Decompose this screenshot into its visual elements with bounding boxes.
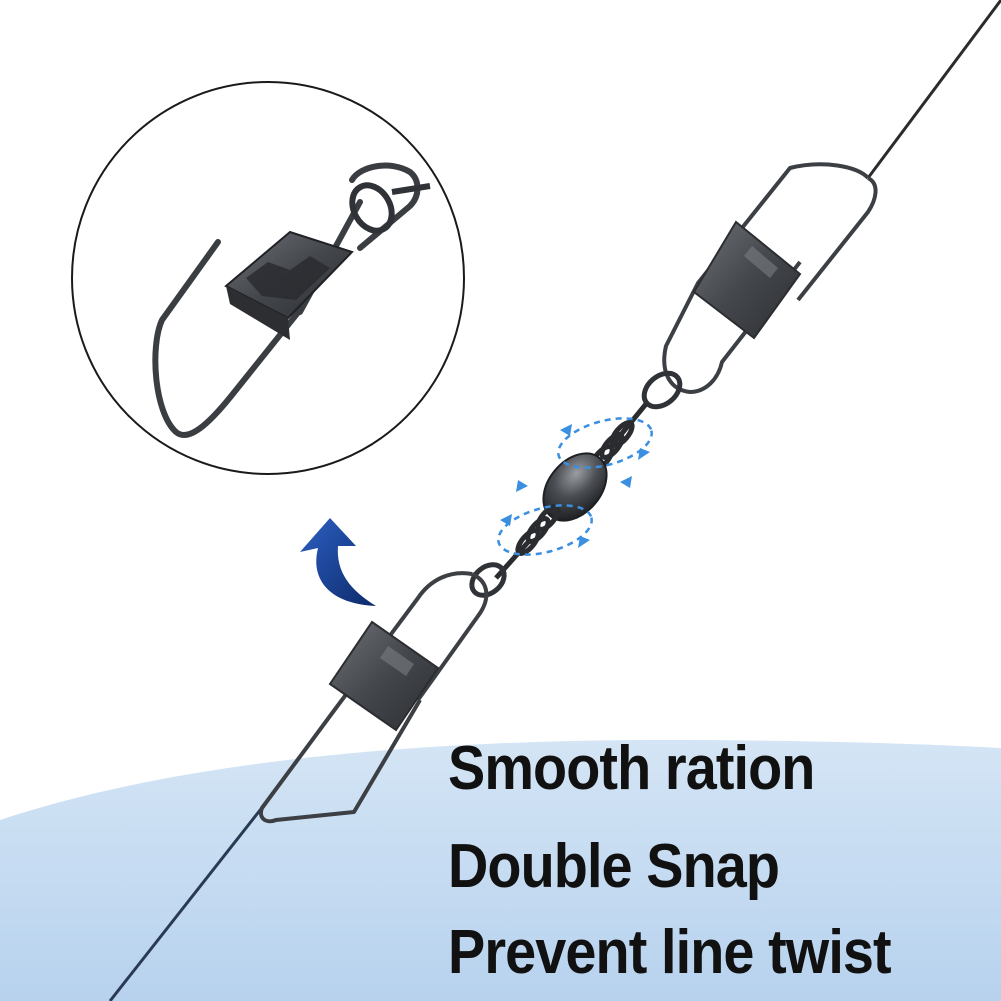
fishing-line-top xyxy=(866,0,1001,179)
bottom-snap xyxy=(259,571,489,824)
feature-smooth-rotation: Smooth ration xyxy=(448,734,815,803)
feature-prevent-line-twist: Prevent line twist xyxy=(448,918,892,987)
top-ring xyxy=(641,370,683,410)
bottom-snap-sleeve xyxy=(328,620,440,732)
zoom-inset xyxy=(71,81,465,475)
top-snap xyxy=(662,162,878,394)
blue-band xyxy=(0,739,1001,1001)
feature-double-snap: Double Snap xyxy=(448,832,780,901)
rotation-arrows-icon xyxy=(497,417,653,556)
rotation-arrowheads xyxy=(500,424,650,548)
swivel-barrel xyxy=(542,452,608,522)
swivel-coils-top xyxy=(589,402,648,472)
fishing-line-bottom xyxy=(108,799,270,1001)
top-snap-sleeve xyxy=(692,220,802,340)
bottom-ring xyxy=(469,562,507,598)
curved-arrow-icon xyxy=(300,518,376,606)
